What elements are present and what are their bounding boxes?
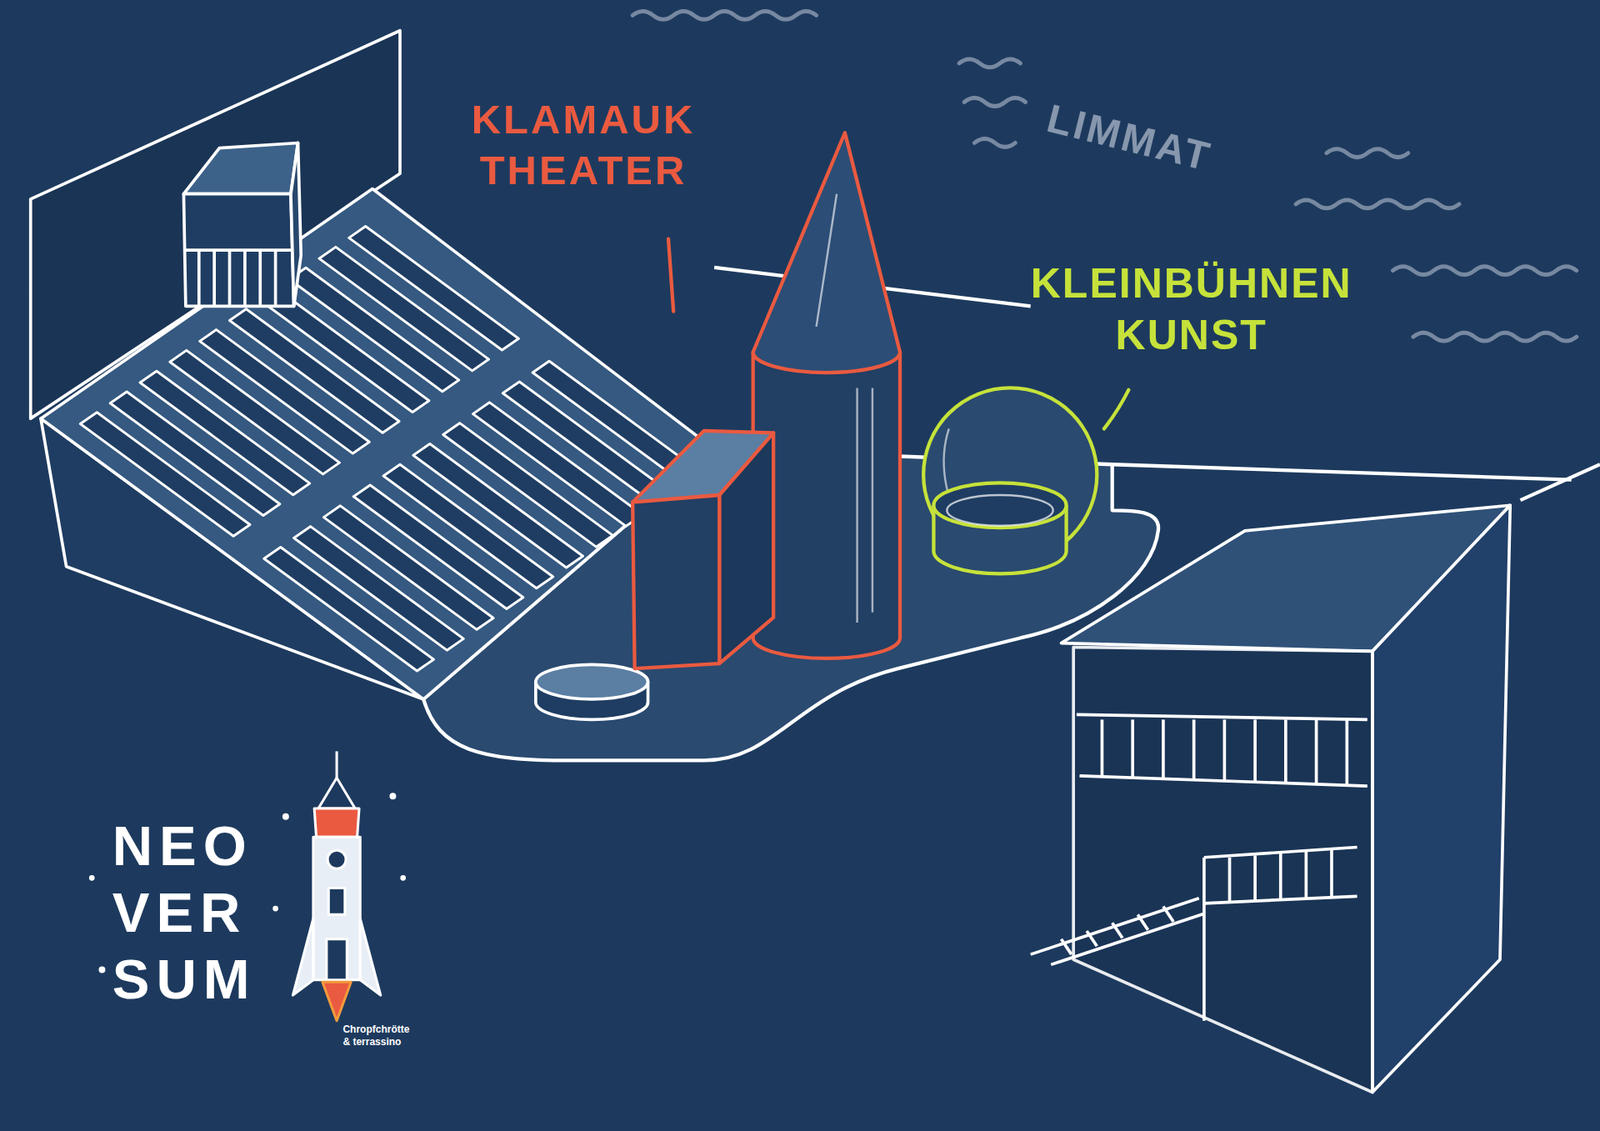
klamauk-cube — [632, 430, 774, 669]
right-building — [1253, 855, 1257, 901]
right-building — [1112, 922, 1123, 938]
right-building — [1161, 719, 1165, 780]
rocket-logo — [360, 918, 380, 995]
rocket-logo — [313, 836, 360, 980]
tower-box — [274, 250, 278, 306]
right-building — [1163, 906, 1174, 922]
rocket-logo — [314, 808, 360, 837]
right-building — [1228, 857, 1232, 903]
rocket-logo — [274, 906, 278, 910]
rocket-logo — [328, 888, 345, 915]
right-building — [1030, 898, 1200, 955]
kleinbuehnen-leader — [1104, 390, 1129, 430]
right-building — [1137, 914, 1148, 930]
river-waves — [959, 59, 1020, 68]
klamauk-cube — [632, 495, 720, 669]
right-building — [1315, 719, 1319, 785]
rocket-logo — [327, 850, 346, 869]
rocket-logo — [283, 814, 288, 819]
rocket-logo — [322, 981, 351, 1021]
river-waves — [1392, 266, 1576, 275]
right-building — [1202, 857, 1206, 1021]
right-building — [1192, 719, 1196, 780]
kleinbuehnen-ring — [933, 482, 1066, 528]
rocket-logo — [100, 967, 105, 972]
tower-box — [290, 142, 301, 306]
tower-box — [243, 250, 247, 306]
klamauk-cube — [719, 432, 774, 664]
kleinbuehnen-leader — [1104, 390, 1129, 430]
right-building — [1130, 719, 1135, 778]
right-building — [1086, 930, 1097, 946]
right-building — [1330, 849, 1334, 898]
rocket-logo — [390, 794, 395, 799]
seating-tribune — [349, 226, 520, 350]
river-label: LIMMAT — [1042, 96, 1216, 180]
rocket-logo — [90, 875, 94, 880]
rocket-logo — [90, 750, 405, 1020]
right-building — [1073, 646, 1373, 1092]
klamauk-tower — [855, 387, 858, 623]
river-waves — [1326, 149, 1409, 158]
stage-disc — [535, 664, 649, 720]
stage-disc — [535, 664, 649, 700]
seating-tribune — [80, 226, 702, 671]
right-building — [1370, 650, 1375, 1092]
right-building — [1279, 853, 1283, 900]
klamauk-tower — [871, 387, 874, 612]
seating-tribune — [40, 189, 715, 700]
river-waves — [1295, 200, 1460, 209]
tower-box — [197, 250, 201, 306]
rocket-logo — [326, 939, 347, 980]
venue-label: KLAMAUK THEATER — [471, 94, 696, 197]
right-building — [1050, 913, 1205, 965]
rocket-logo — [318, 777, 355, 809]
right-building — [1253, 719, 1257, 783]
kleinbuehnen-ring — [946, 495, 1053, 526]
klamauk-leader — [668, 239, 674, 312]
right-building — [1223, 719, 1227, 782]
tower-box — [258, 250, 262, 306]
rocket-logo — [401, 875, 405, 880]
tower-box — [228, 250, 232, 306]
floor-plate — [1520, 464, 1600, 500]
tower-box — [183, 142, 298, 194]
klamauk-tower — [753, 132, 900, 373]
river-waves — [632, 10, 816, 20]
river-waves — [974, 139, 1015, 148]
right-building — [1060, 939, 1071, 955]
rocket-logo — [292, 918, 313, 995]
tower-box — [183, 194, 294, 307]
venue-label: KLEINBÜHNEN KUNST — [1030, 257, 1353, 362]
river-waves — [964, 98, 1025, 107]
logo-wordmark: NEO VER SUM — [112, 812, 257, 1014]
seating-tribune — [40, 189, 715, 700]
right-building — [1076, 714, 1368, 720]
right-building — [1284, 719, 1288, 784]
right-building — [1345, 719, 1349, 786]
kleinbuehnen-ring — [933, 482, 1066, 574]
floor-plate — [1112, 464, 1572, 480]
right-building — [1372, 505, 1510, 1092]
klamauk-leader — [668, 239, 674, 312]
klamauk-tower — [816, 194, 837, 327]
right-building — [1030, 505, 1511, 1092]
tower-box — [212, 250, 216, 306]
right-building — [1100, 719, 1105, 775]
river-waves — [1413, 332, 1577, 341]
tower-box — [183, 142, 301, 306]
right-building — [1305, 850, 1309, 900]
logo-subtitle: Chropfchrötte & terrassino — [342, 1023, 411, 1048]
